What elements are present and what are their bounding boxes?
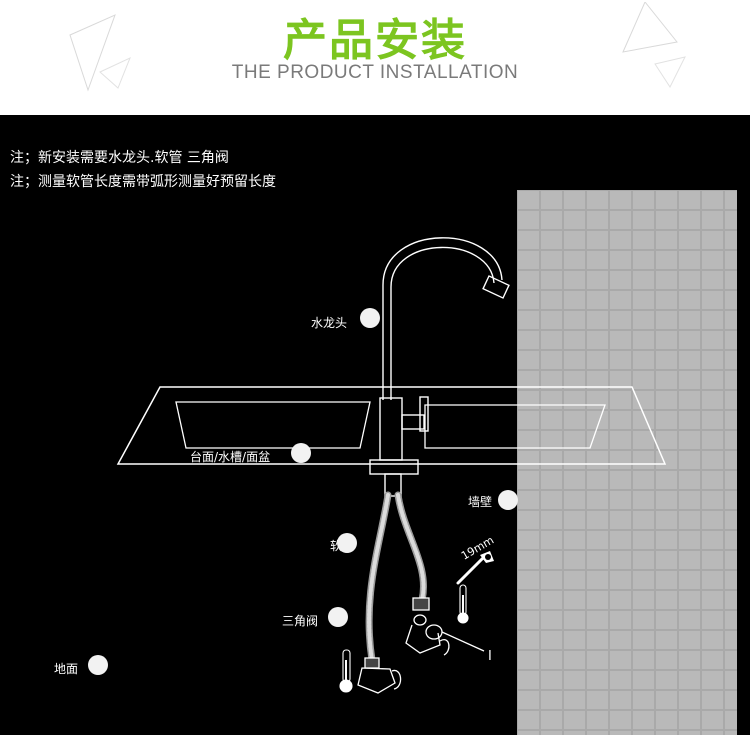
thermometer-icon-right [457,584,469,624]
thermometer-icon-left [339,649,353,693]
note-hose-measurement: 注；测量软管长度需带弧形测量好预留长度 [10,174,276,190]
braided-hoses [365,491,427,664]
faucet-marker-dot [360,308,380,328]
sink-basin-right [424,404,606,449]
tile-wall [517,190,737,735]
page-subtitle: THE PRODUCT INSTALLATION [231,62,519,83]
faucet [369,237,510,497]
header: 产品安装 THE PRODUCT INSTALLATION [0,0,750,115]
floor-label: 地面 [54,662,79,676]
measurement-marker: I [488,649,492,664]
angle-valve-label: 三角阀 [282,614,319,628]
installation-diagram: 注；新安装需要水龙头.软管 三角阀 注；测量软管长度需带弧形测量好预留长度 [0,115,750,735]
left-decorative-triangles [69,14,131,92]
faucet-label: 水龙头 [311,316,348,330]
floor-marker-dot [88,655,108,675]
angle-valve-right [405,597,485,656]
hose-marker-dot [337,533,357,553]
note-required-parts: 注；新安装需要水龙头.软管 三角阀 [10,150,229,166]
countertop-marker-dot [291,443,311,463]
wrench-icon [456,551,494,585]
angle-valve-marker-dot [328,607,348,627]
wall-marker-dot [498,490,518,510]
installation-drawing: 19mm I [116,190,737,735]
angle-valve-left [357,657,402,694]
countertop-label: 台面/水槽/面盆 [190,450,271,464]
page-title: 产品安装 [283,15,467,66]
right-decorative-triangles [622,2,686,89]
countertop-outline [116,386,667,465]
sink-basin-left [175,401,371,449]
wall-label: 墙壁 [468,495,493,509]
